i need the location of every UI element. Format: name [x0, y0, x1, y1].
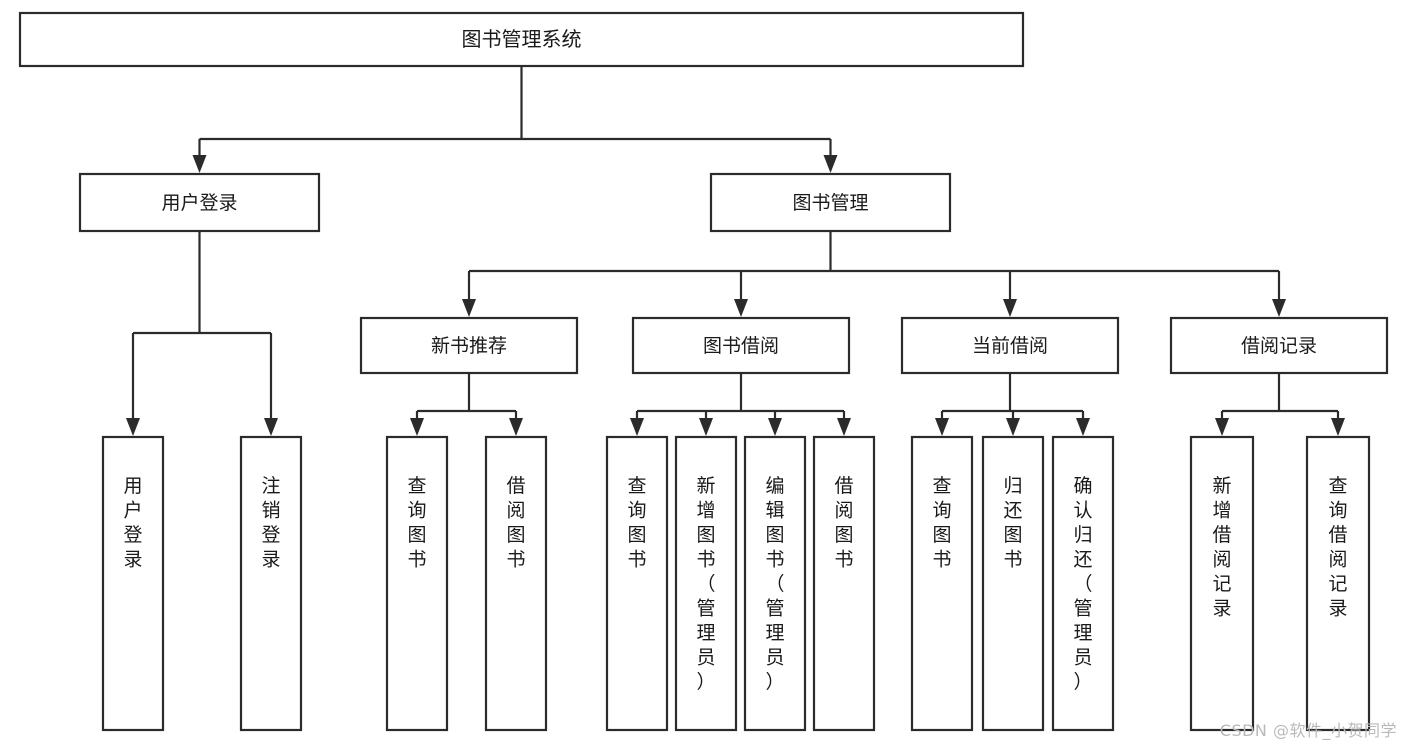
arrow-head	[935, 418, 949, 436]
node-book-management[interactable]: 图书管理	[709, 172, 952, 233]
arrow-head	[699, 418, 713, 436]
node-label: 当前借阅	[972, 335, 1048, 357]
node-book-borrow[interactable]: 图书借阅	[631, 316, 851, 375]
node-box[interactable]	[239, 435, 303, 732]
node-label: 借阅图书	[834, 475, 853, 571]
node-leaf-borrow-book[interactable]: 借阅图书	[812, 435, 876, 732]
node-leaf-user-login[interactable]: 用户登录	[101, 435, 165, 732]
node-label: 查询借阅记录	[1328, 475, 1347, 620]
node-leaf-logout-login[interactable]: 注销登录	[239, 435, 303, 732]
node-leaf-add-borrow-record[interactable]: 新增借阅记录	[1189, 435, 1255, 732]
node-borrow-records[interactable]: 借阅记录	[1169, 316, 1389, 375]
node-label: 新书推荐	[431, 335, 507, 357]
node-label: 编辑图书（管理员）	[765, 475, 784, 693]
node-layer: 图书管理系统用户登录图书管理新书推荐图书借阅当前借阅借阅记录用户登录注销登录查询…	[18, 11, 1389, 732]
arrow-head	[192, 155, 207, 173]
arrow-head	[1006, 418, 1020, 436]
arrow-head	[768, 418, 782, 436]
node-leaf-return-book[interactable]: 归还图书	[981, 435, 1045, 732]
node-leaf-query-book-borrow[interactable]: 查询图书	[605, 435, 669, 732]
arrow-head	[126, 418, 140, 436]
node-label: 归还图书	[1003, 475, 1022, 571]
node-new-book-recommend[interactable]: 新书推荐	[359, 316, 579, 375]
node-leaf-confirm-return-admin[interactable]: 确认归还（管理员）	[1051, 435, 1115, 732]
node-box[interactable]	[910, 435, 974, 732]
arrow-head	[1003, 299, 1017, 317]
arrow-head	[734, 299, 748, 317]
node-label: 查询图书	[932, 475, 951, 571]
node-leaf-query-book-current[interactable]: 查询图书	[910, 435, 974, 732]
node-label: 借阅图书	[506, 475, 525, 571]
node-box[interactable]	[981, 435, 1045, 732]
node-box[interactable]	[1305, 435, 1371, 732]
arrow-head	[630, 418, 644, 436]
node-label: 查询图书	[627, 475, 646, 571]
arrow-head	[462, 299, 476, 317]
node-box[interactable]	[812, 435, 876, 732]
node-box[interactable]	[101, 435, 165, 732]
node-label: 用户登录	[123, 475, 142, 571]
watermark-label: CSDN @软件_小贺同学	[1219, 721, 1397, 740]
node-leaf-add-book-admin[interactable]: 新增图书（管理员）	[674, 435, 738, 732]
arrow-head	[1272, 299, 1286, 317]
node-label: 新增借阅记录	[1212, 475, 1231, 620]
node-label: 确认归还（管理员）	[1073, 475, 1092, 693]
node-label: 新增图书（管理员）	[696, 475, 715, 693]
node-box[interactable]	[359, 316, 579, 375]
node-box[interactable]	[631, 316, 851, 375]
arrow-head	[837, 418, 851, 436]
node-label: 查询图书	[407, 475, 426, 571]
arrow-head	[264, 418, 278, 436]
node-box[interactable]	[1169, 316, 1389, 375]
arrow-head	[509, 418, 523, 436]
node-label: 注销登录	[261, 475, 280, 571]
node-box[interactable]	[674, 435, 738, 732]
node-leaf-borrow-book-recommend[interactable]: 借阅图书	[484, 435, 548, 732]
node-label: 图书管理	[792, 192, 868, 214]
node-leaf-query-borrow-record[interactable]: 查询借阅记录	[1305, 435, 1371, 732]
node-box[interactable]	[605, 435, 669, 732]
node-leaf-edit-book-admin[interactable]: 编辑图书（管理员）	[743, 435, 807, 732]
arrow-head	[1076, 418, 1090, 436]
node-user-login[interactable]: 用户登录	[78, 172, 321, 233]
connector-layer	[126, 66, 1345, 436]
node-label: 用户登录	[161, 192, 237, 214]
node-box[interactable]	[1051, 435, 1115, 732]
node-box[interactable]	[900, 316, 1120, 375]
node-leaf-query-book-recommend[interactable]: 查询图书	[385, 435, 449, 732]
arrow-head	[823, 155, 838, 173]
node-box[interactable]	[78, 172, 321, 233]
node-box[interactable]	[385, 435, 449, 732]
arrow-head	[1215, 418, 1229, 436]
node-box[interactable]	[484, 435, 548, 732]
node-box[interactable]	[1189, 435, 1255, 732]
node-label: 图书借阅	[703, 335, 779, 357]
arrow-head	[1331, 418, 1345, 436]
node-box[interactable]	[709, 172, 952, 233]
node-label: 图书管理系统	[462, 27, 582, 51]
node-box[interactable]	[743, 435, 807, 732]
node-label: 借阅记录	[1241, 335, 1317, 357]
arrow-head	[410, 418, 424, 436]
node-root-system[interactable]: 图书管理系统	[18, 11, 1025, 68]
node-current-borrow[interactable]: 当前借阅	[900, 316, 1120, 375]
node-box[interactable]	[18, 11, 1025, 68]
